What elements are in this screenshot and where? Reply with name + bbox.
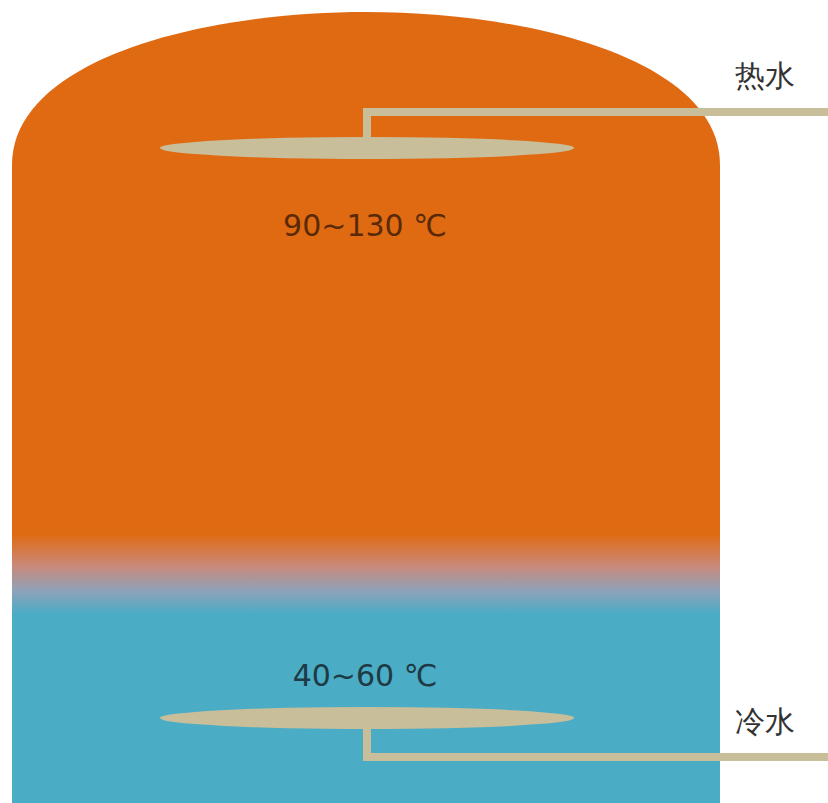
hot-diffuser [160,137,574,159]
temperature-label: 90~130 ℃ [283,208,447,244]
pipe-label: 冷水 [735,704,795,740]
temperature-label: 40~60 ℃ [293,658,438,694]
pipe-label: 热水 [735,58,795,94]
hot-pipe [367,112,828,142]
cold-diffuser [160,707,574,729]
